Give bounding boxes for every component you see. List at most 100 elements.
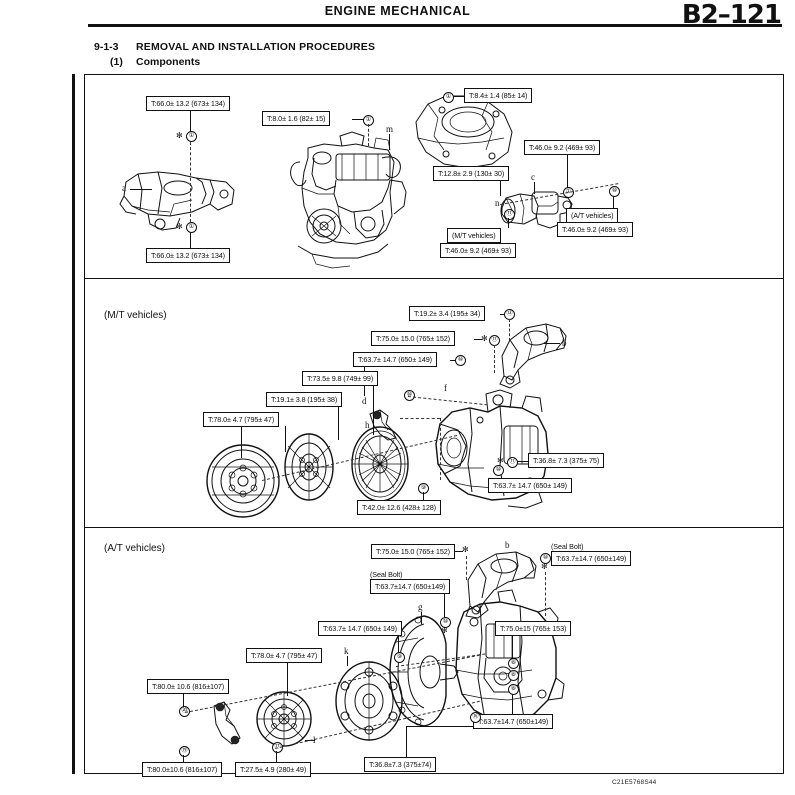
cylinder-head-fragment-art: [412, 92, 522, 172]
leader-line: [183, 693, 184, 707]
leader-line: [450, 360, 456, 361]
asterisk-mark: ✻: [541, 562, 548, 571]
diagram-frame: [84, 74, 784, 774]
torque-converter-housing-art: [388, 612, 466, 730]
leader-line: [474, 339, 482, 340]
bolt-marker: ⑪: [507, 457, 518, 468]
bolt-marker: ⑯: [470, 712, 481, 723]
engine-assembly-art: [278, 128, 423, 273]
flywheel-art: [204, 442, 282, 520]
page-left-edge-bar: [72, 74, 75, 774]
leader-line: [500, 180, 501, 196]
callout-box: T:8.4± 1.4 (85± 14): [464, 88, 533, 103]
callout-box: T:63.7± 14.7 (650± 149): [488, 478, 572, 493]
torque-converter-art: [330, 660, 408, 742]
callout-box: T:46.0± 9.2 (469± 93): [440, 243, 517, 258]
section-number: 9-1-3: [94, 41, 119, 53]
leader-line: [276, 751, 277, 762]
header-rule: [88, 24, 782, 27]
manual-transmission-art: [430, 389, 565, 515]
bolt-marker: ①: [563, 187, 574, 198]
bolt-marker: ⑧: [508, 670, 519, 681]
bolt-marker: ⑩: [609, 186, 620, 197]
part-letter-b: b: [562, 338, 567, 348]
callout-box: T:36.8± 7.3 (375± 75): [528, 453, 605, 468]
asterisk-mark: ✻: [441, 626, 448, 635]
bolt-marker: ⑨: [394, 652, 405, 663]
callout-box: T:46.0± 9.2 (469± 93): [524, 140, 601, 155]
leader-line: [452, 96, 464, 97]
subsection-title: Components: [136, 56, 201, 68]
assembly-dashed-line: [368, 124, 369, 146]
panel-label-at: (A/T vehicles): [104, 543, 165, 554]
leader-line: [389, 134, 390, 150]
leader-line: [508, 218, 509, 228]
part-letter-d: d: [362, 396, 367, 406]
leader-line: [613, 196, 614, 208]
figure-reference-code: C21E5768S44: [612, 779, 657, 786]
bolt-marker: ⑳: [179, 706, 190, 717]
callout-box: T:80.0±10.6 (816±107): [142, 762, 223, 777]
part-letter-b: b: [505, 540, 510, 550]
leader-line: [512, 694, 513, 714]
leader-line: [517, 461, 528, 462]
asterisk-mark: ✻: [176, 222, 183, 231]
bolt-marker: ①: [186, 222, 197, 233]
bolt-marker: ⑩: [440, 617, 451, 628]
bolt-marker: ⑧: [508, 684, 519, 695]
engine-mount-bracket-art: [118, 160, 238, 240]
bolt-marker: ⑩: [455, 355, 466, 366]
callout-box: T:73.5± 9.8 (749± 99): [302, 371, 379, 386]
at-mount-bracket-art: [462, 548, 540, 620]
leader-line: [373, 385, 374, 435]
section-title: REMOVAL AND INSTALLATION PROCEDURES: [136, 41, 376, 53]
assembly-dashed-line: [494, 345, 495, 373]
leader-line: [338, 406, 339, 440]
callout-box: T:75.0± 15.0 (765± 152): [371, 544, 455, 559]
callout-box: T:63.7± 14.7 (650± 149): [353, 352, 437, 367]
release-fork-art: [366, 408, 400, 442]
leader-line: [423, 492, 424, 500]
leader-line: [544, 343, 560, 344]
part-letter-h: h: [365, 420, 370, 430]
callout-box: T:78.0± 4.7 (795± 47): [203, 412, 280, 427]
assembly-dashed-line: [545, 572, 546, 616]
leader-line: [421, 612, 422, 624]
callout-box: T:42.0± 12.6 (428± 128): [357, 500, 441, 515]
leader-line: [241, 426, 242, 458]
part-letter-k: k: [344, 646, 349, 656]
bolt-marker: ⑧: [508, 658, 519, 669]
clutch-disc-art: [278, 432, 340, 502]
drive-plate-art: [255, 690, 313, 748]
callout-box: T:63.7±14.7 (650±149): [370, 579, 451, 594]
bolt-marker: ⑩: [540, 553, 551, 564]
leader-line: [352, 119, 364, 120]
leader-line: [285, 426, 286, 452]
callout-box: T:63.7±14.7 (650±149): [551, 551, 632, 566]
bolt-marker: ⑪: [504, 209, 515, 220]
asterisk-mark: ✻: [497, 456, 504, 465]
assembly-dashed-line: [466, 556, 467, 580]
panel-divider-top: [84, 278, 784, 280]
engine-mount-stay-art: [206, 700, 246, 748]
panel-label-mt: (M/T vehicles): [104, 310, 167, 321]
callout-box: T:27.5± 4.9 (280± 49): [235, 762, 312, 777]
callout-box: T:46.0± 9.2 (469± 93): [557, 222, 634, 237]
callout-box: T:66.0± 13.2 (673± 134): [146, 96, 230, 111]
callout-box: T:75.0± 15.0 (765± 152): [371, 331, 455, 346]
callout-box: T:19.1± 3.8 (195± 38): [266, 392, 343, 407]
leader-line: [190, 110, 191, 132]
callout-box: T:66.0± 13.2 (673± 134): [146, 248, 230, 263]
callout-box: T:63.7±14.7 (650±149): [473, 714, 554, 729]
asterisk-mark: ✻: [462, 545, 469, 554]
part-letter-a: a: [122, 183, 126, 193]
leader-line: [287, 662, 288, 696]
assembly-dashed-line: [509, 319, 510, 341]
callout-box: T:78.0± 4.7 (795± 47): [246, 648, 323, 663]
part-letter-g: g: [418, 602, 423, 612]
leader-line: [567, 154, 568, 188]
bolt-marker: ⑩: [404, 390, 415, 401]
bolt-marker: ⑰: [272, 742, 283, 753]
transmission-mount-bracket-art: [498, 318, 568, 390]
